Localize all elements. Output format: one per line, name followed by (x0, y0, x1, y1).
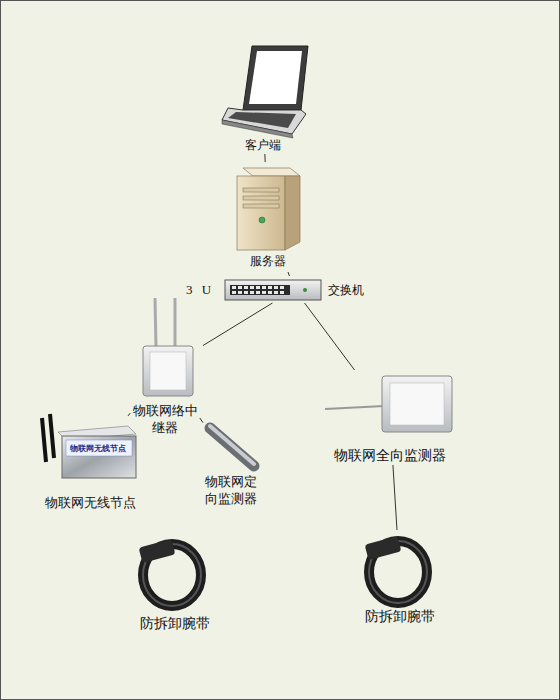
device-label: 物联网无线节点 (30, 495, 150, 512)
device-label: 防拆卸腕带 (350, 608, 450, 626)
connector-line (288, 272, 289, 276)
wristband-icon (365, 536, 427, 603)
wireless-node-icon (42, 414, 136, 478)
connector-line (200, 418, 203, 423)
device-label: 防拆卸腕带 (125, 615, 225, 633)
device-label: 服务器 (230, 254, 305, 270)
omni-monitor-icon (325, 376, 452, 432)
connector-line (305, 303, 355, 370)
device-label: 交换机 (325, 283, 367, 299)
relay-icon (143, 298, 193, 396)
connector-line (393, 465, 397, 530)
connector-line (264, 154, 265, 162)
server-icon (237, 168, 300, 250)
device-node: 物联网全向监测器 (325, 370, 455, 465)
device-label: 物联网络中继器 (131, 403, 199, 437)
device-node: 服务器 (230, 162, 305, 272)
device-node: 防拆卸腕带 (125, 535, 225, 635)
connector-line (128, 413, 130, 416)
device-label: 物联网全向监测器 (325, 447, 455, 465)
device-label: 物联网无线节点 (70, 443, 126, 454)
laptop-icon (222, 46, 308, 138)
device-node: 物联网络中继器 (128, 295, 203, 442)
connector-line (203, 303, 272, 346)
rack-unit-label: 3 U (186, 282, 214, 298)
device-node: 物联网无线节点 (30, 413, 150, 515)
directional-monitor-icon (210, 426, 254, 466)
device-node: 防拆卸腕带 (350, 530, 450, 627)
device-node: 客户端 (215, 42, 310, 154)
device-node: 物联网定向监测器 (196, 418, 266, 508)
switch-icon (225, 280, 321, 300)
device-node: 交换机 (222, 276, 367, 303)
device-label: 客户端 (215, 138, 310, 154)
wristband-icon (139, 539, 201, 606)
device-label: 物联网定向监测器 (203, 474, 259, 508)
